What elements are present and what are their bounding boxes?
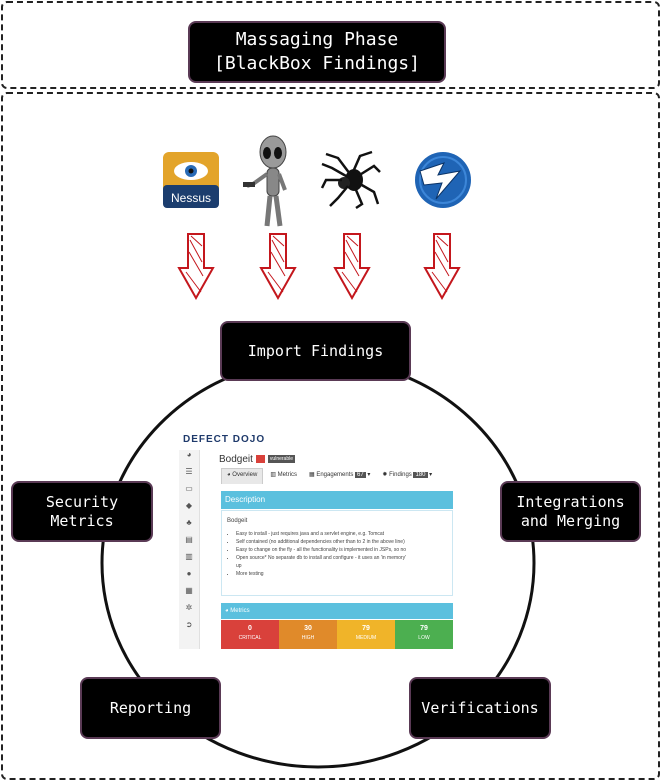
description-bullet: Easy to change on the fly - all the func… — [236, 546, 452, 554]
zap-icon — [414, 151, 472, 209]
stage-reporting: Reporting — [80, 677, 221, 739]
spider-icon — [320, 150, 382, 210]
calendar-icon[interactable]: ▦ — [185, 586, 193, 595]
product-name: Bodgeit — [219, 454, 253, 465]
user-icon[interactable]: ● — [186, 569, 192, 578]
description-header: Description — [221, 491, 453, 509]
engagements-count: 67 — [355, 472, 366, 478]
phase-title: Massaging Phase [BlackBox Findings] — [188, 21, 446, 83]
tab-findings[interactable]: ✹ Findings 180 ▾ — [382, 472, 433, 478]
phase-frame — [1, 92, 660, 780]
description-bullet: Self contained (no additional dependenci… — [236, 538, 452, 546]
defectdojo-sidebar: ◕ ☰ ▭ ◆ ♣ ▤ ▥ ● ▦ ✲ ➲ — [179, 450, 200, 649]
description-bullet: up — [236, 563, 242, 569]
down-arrow-icon — [177, 232, 215, 300]
tab-overview[interactable]: ◕ Overview — [221, 468, 264, 484]
product-icon[interactable]: ◆ — [185, 501, 193, 510]
product-tabs: ◕ Overview ▥ Metrics ▦ Engagements 67 ▾ … — [221, 468, 453, 484]
dashboard-icon[interactable]: ◕ — [186, 450, 192, 459]
description-bullet: Easy to install - just requires java and… — [236, 530, 452, 538]
description-panel: Bodgeit Easy to install - just requires … — [221, 510, 453, 596]
defectdojo-logo: DEFECT DOJO — [183, 434, 266, 445]
tab-metrics[interactable]: ▥ Metrics — [270, 472, 297, 478]
product-badge-red — [255, 455, 265, 464]
tab-engagements[interactable]: ▦ Engagements 67 ▾ — [309, 472, 371, 478]
metrics-header: ◕ Metrics — [221, 603, 453, 619]
stage-verifications: Verifications — [409, 677, 551, 739]
arrow-icon[interactable]: ➲ — [185, 620, 193, 629]
down-arrow-icon — [423, 232, 461, 300]
description-bullet: Open source* No separate db to install a… — [236, 554, 452, 562]
alien-icon — [243, 134, 297, 230]
findings-count: 180 — [413, 472, 428, 478]
chart-icon[interactable]: ▥ — [185, 552, 193, 561]
description-title: Bodgeit — [227, 518, 248, 524]
down-arrow-icon — [259, 232, 297, 300]
settings-icon[interactable]: ✲ — [185, 603, 193, 612]
down-arrow-icon — [333, 232, 371, 300]
product-title: Bodgeit vulnerable — [219, 454, 295, 465]
defectdojo-header: DEFECT DOJO — [179, 432, 454, 450]
nessus-logo: Nessus — [162, 151, 220, 209]
defectdojo-screenshot: DEFECT DOJO ◕ ☰ ▭ ◆ ♣ ▤ ▥ ● ▦ ✲ ➲ Bodgei… — [179, 432, 454, 649]
document-icon[interactable]: ▤ — [185, 535, 193, 544]
description-bullet: More testing — [236, 570, 452, 578]
nessus-wordmark: Nessus — [171, 191, 211, 205]
product-badge: vulnerable — [267, 455, 295, 464]
list-icon[interactable]: ☰ — [185, 467, 193, 476]
stage-security-metrics: Security Metrics — [11, 481, 153, 542]
stage-integrations-merging: Integrations and Merging — [500, 481, 641, 542]
title-frame — [1, 1, 660, 89]
stage-import-findings: Import Findings — [220, 321, 411, 381]
inbox-icon[interactable]: ▭ — [185, 484, 193, 493]
hierarchy-icon[interactable]: ♣ — [186, 518, 192, 527]
